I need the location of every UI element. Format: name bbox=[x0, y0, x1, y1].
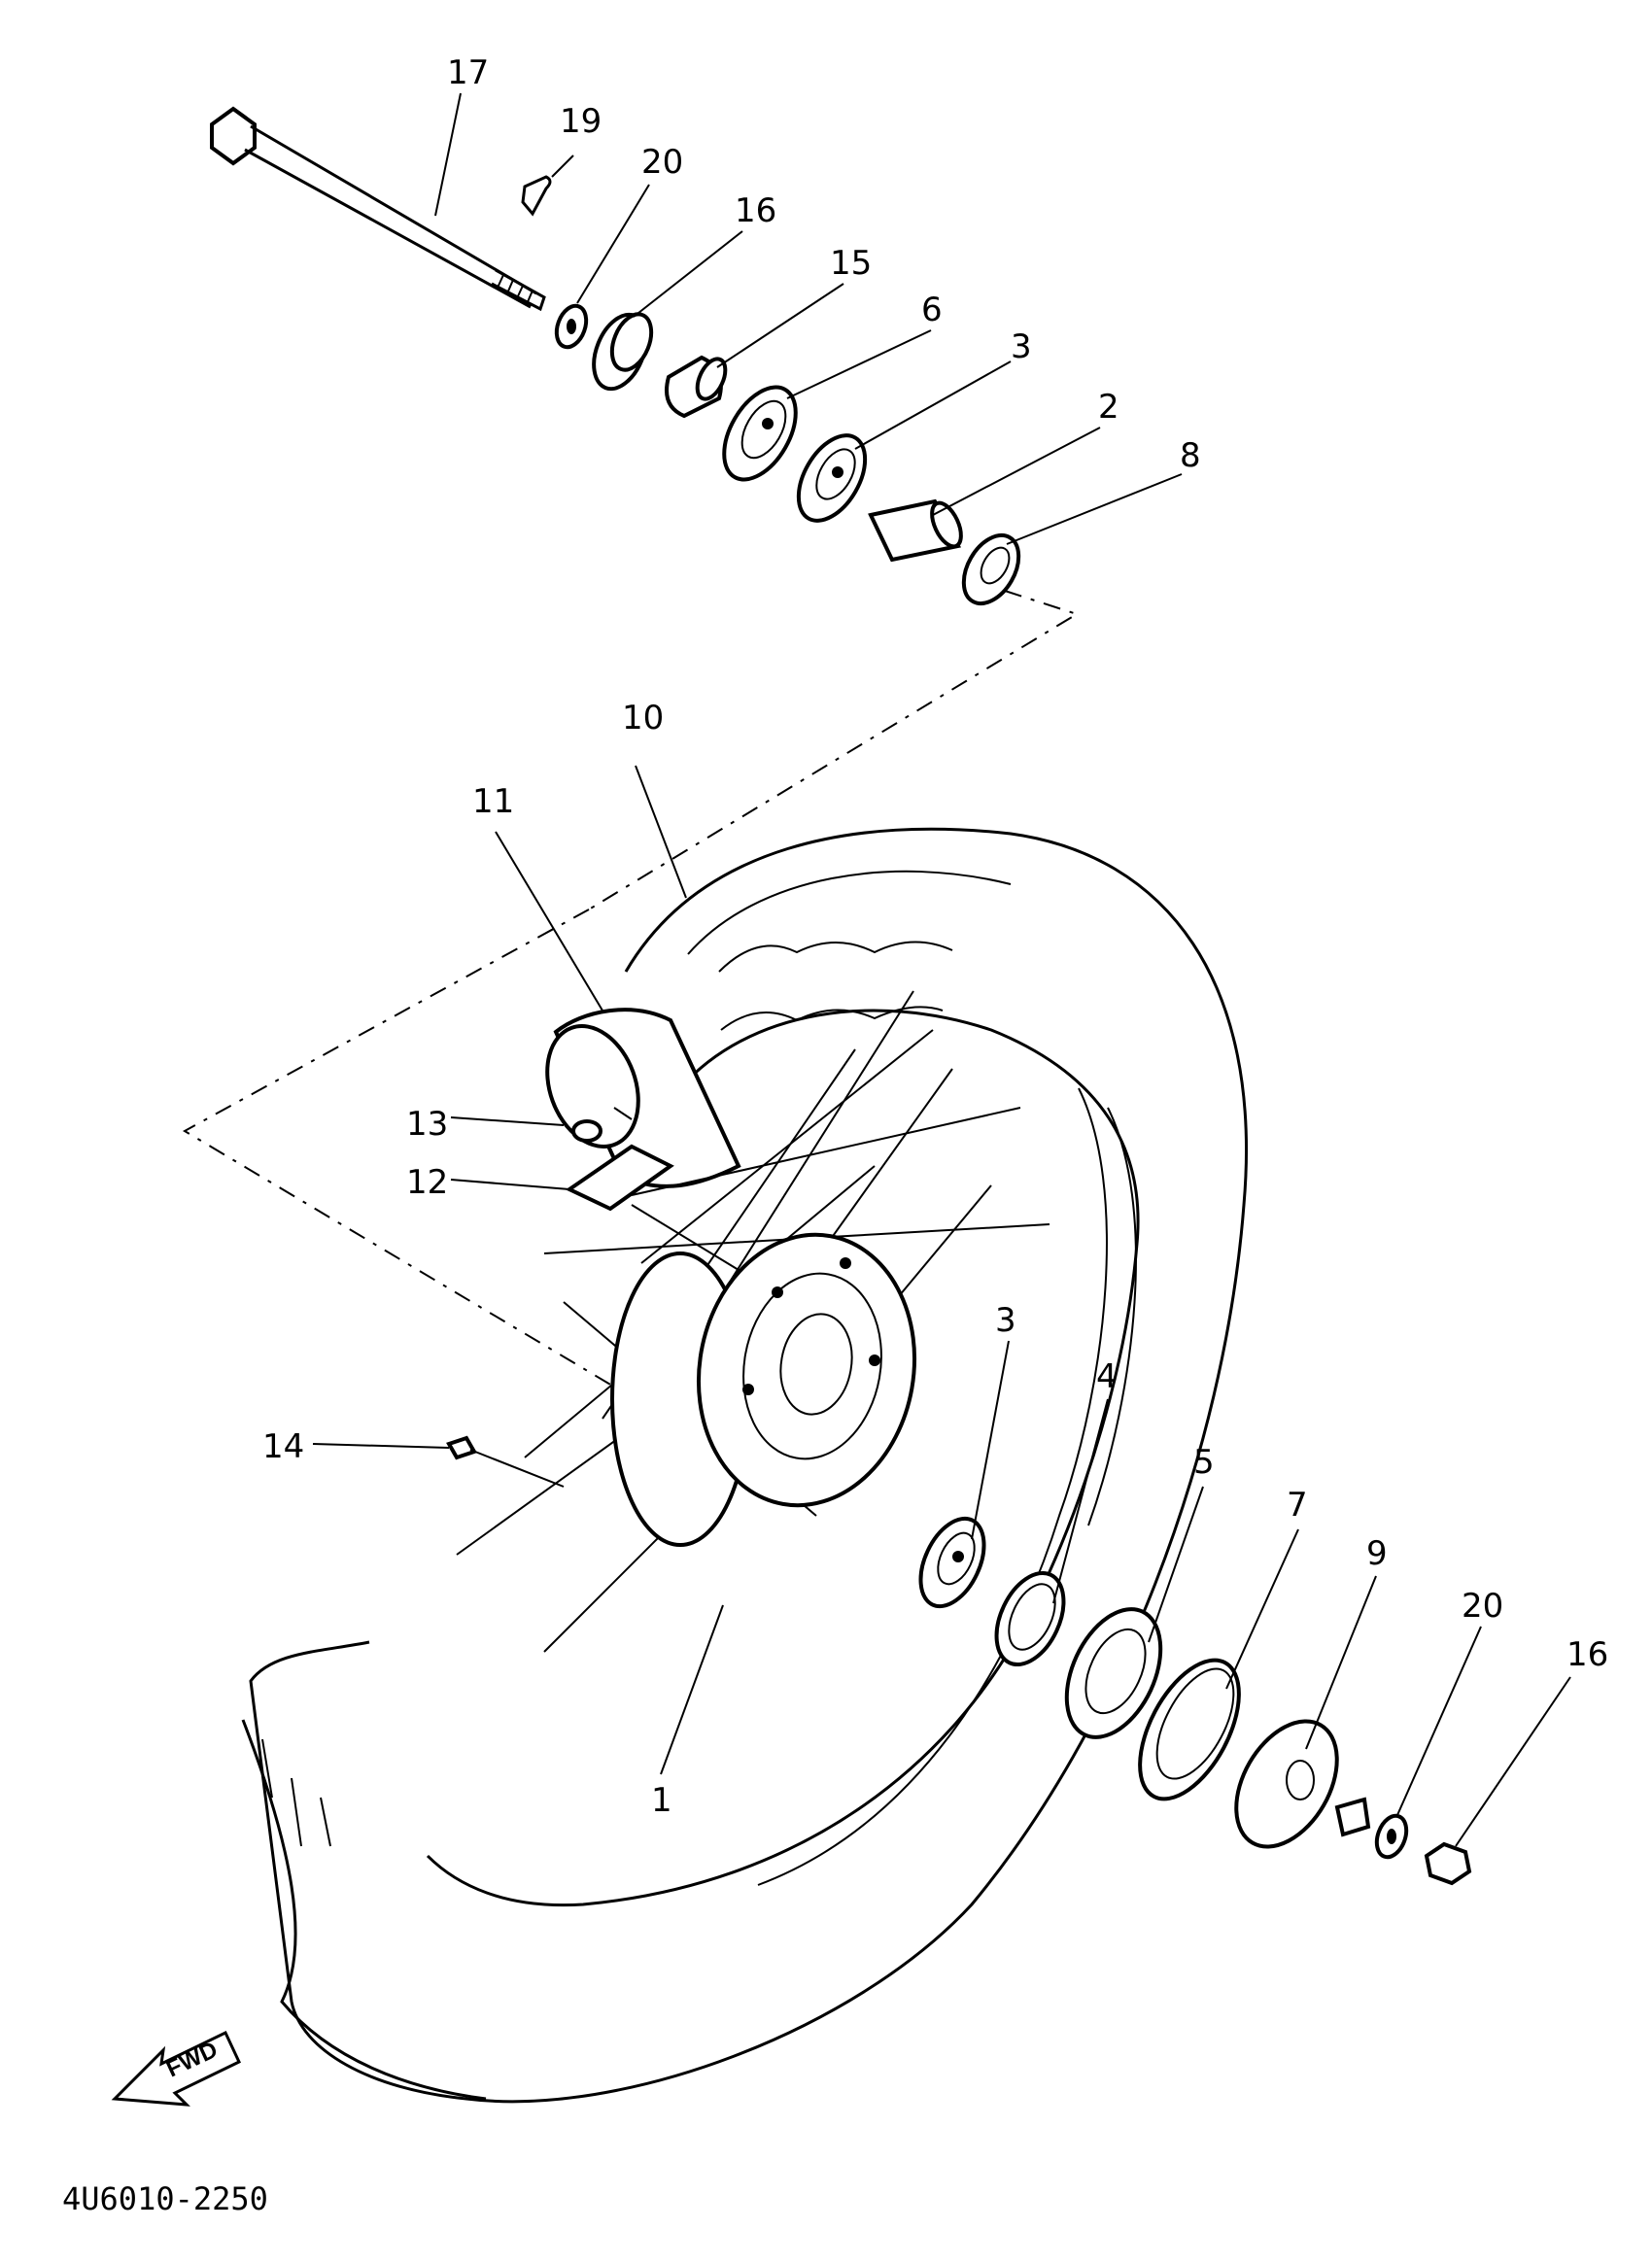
label-6: 6 bbox=[921, 291, 943, 329]
label-11: 11 bbox=[472, 782, 514, 821]
label-20-lower: 20 bbox=[1462, 1587, 1503, 1626]
assembly-guide-lines bbox=[182, 590, 1080, 1392]
label-7: 7 bbox=[1287, 1486, 1308, 1525]
label-2: 2 bbox=[1098, 388, 1119, 427]
label-8: 8 bbox=[1180, 436, 1201, 475]
label-15: 15 bbox=[830, 244, 872, 283]
spacer-part-2 bbox=[868, 498, 963, 563]
label-14: 14 bbox=[262, 1427, 304, 1466]
label-1: 1 bbox=[651, 1781, 672, 1820]
rim-band-part-12 bbox=[566, 1144, 674, 1212]
label-16-top: 16 bbox=[735, 191, 776, 230]
bearing-part-3-lower bbox=[918, 1516, 986, 1609]
oil-seal-part-8 bbox=[961, 532, 1021, 606]
bearing-part-3-top bbox=[796, 433, 868, 523]
nut-part-16-lower bbox=[1424, 1841, 1472, 1886]
nut-part-16-top bbox=[592, 312, 654, 392]
label-9: 9 bbox=[1366, 1534, 1388, 1573]
label-12: 12 bbox=[406, 1163, 448, 1202]
hub-part-1 bbox=[610, 1232, 917, 1547]
nipple-part-14 bbox=[446, 1435, 565, 1488]
label-20-top: 20 bbox=[641, 143, 683, 182]
circlip-part-4 bbox=[994, 1570, 1066, 1667]
forward-arrow-icon: FWD bbox=[111, 2030, 241, 2107]
collar-part-15 bbox=[665, 355, 728, 419]
tire-part-10 bbox=[241, 827, 1249, 2104]
axle-part-17 bbox=[210, 106, 546, 312]
oil-seal-part-5 bbox=[1064, 1607, 1163, 1739]
label-17: 17 bbox=[447, 53, 489, 92]
leader-lines bbox=[312, 92, 1571, 1847]
diagram-code: 4U6010-2250 bbox=[62, 2180, 268, 2217]
part-labels: 17 19 20 16 15 6 3 2 8 10 11 13 12 14 1 … bbox=[262, 53, 1608, 1820]
label-3-top: 3 bbox=[1011, 327, 1032, 366]
label-13: 13 bbox=[406, 1105, 448, 1144]
valve-nut-part-13 bbox=[571, 1119, 602, 1143]
cotter-pin-part-19 bbox=[521, 175, 552, 217]
ring-part-7 bbox=[1138, 1658, 1241, 1801]
tube-part-11 bbox=[545, 1008, 741, 1188]
label-19: 19 bbox=[560, 102, 602, 141]
label-5: 5 bbox=[1193, 1443, 1215, 1482]
washer-part-20-top bbox=[554, 303, 589, 350]
oil-seal-part-6 bbox=[722, 385, 798, 482]
gear-unit-part-9 bbox=[1234, 1719, 1371, 1849]
label-10: 10 bbox=[622, 699, 664, 737]
label-16-lower: 16 bbox=[1566, 1635, 1608, 1674]
label-3-lower: 3 bbox=[995, 1301, 1016, 1340]
label-4: 4 bbox=[1096, 1357, 1118, 1396]
washer-part-20-lower bbox=[1374, 1813, 1409, 1860]
